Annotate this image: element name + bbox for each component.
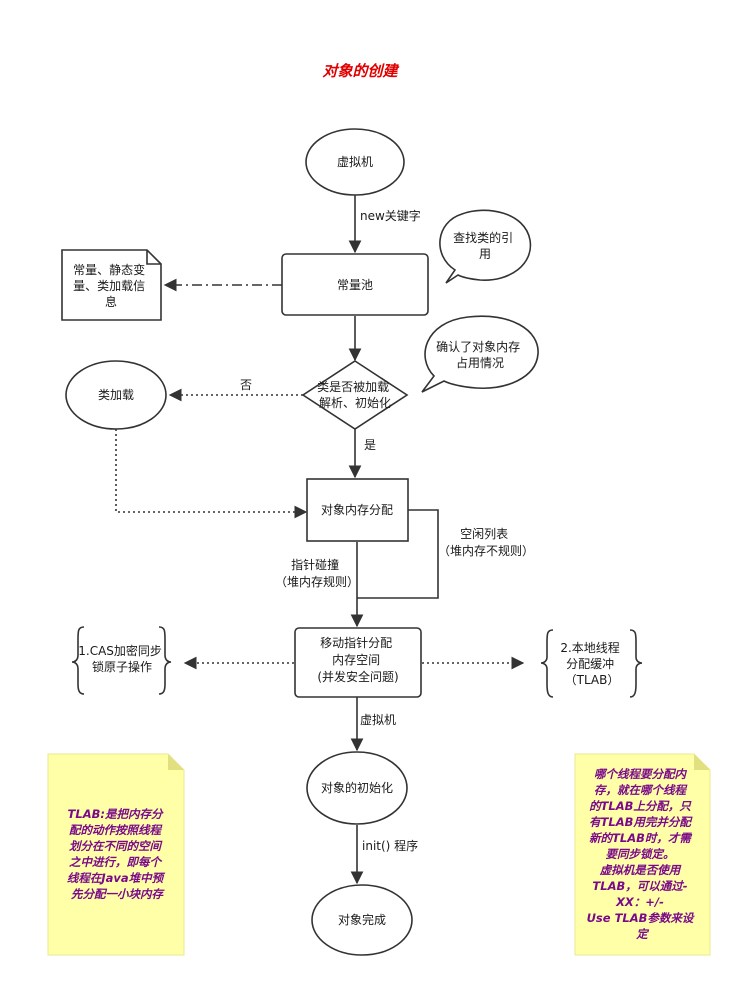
edge-label-yes: 是: [364, 438, 376, 452]
node-class-load-label: 类加载: [98, 388, 134, 402]
note-tlab-brace-right: [629, 629, 643, 698]
note-tlab-text: 2.本地线程 分配缓冲 （TLAB）: [560, 640, 623, 687]
edge-classload-to-alloc: [115, 429, 308, 519]
sticky-note-right-fold: [694, 754, 710, 770]
node-constant-pool-label: 常量池: [337, 278, 373, 292]
page-title: 对象的创建: [322, 62, 399, 80]
node-constant-pool: [281, 253, 429, 316]
sticky-note-left: [47, 753, 185, 956]
note-cas-brace-left: [71, 626, 85, 695]
edge-label-init-program: init() 程序: [362, 838, 418, 853]
note-constant-info-fold: [146, 250, 161, 265]
node-object-init-label: 对象的初始化: [321, 780, 393, 795]
edge-alloc-free-list: [357, 509, 439, 599]
node-class-check-label: 类是否被加载 解析、初始化: [317, 380, 393, 410]
note-constant-info: [61, 249, 162, 321]
node-memory-alloc: [306, 478, 409, 542]
callout-confirm-memory: [421, 315, 539, 393]
node-object-init: [306, 751, 408, 825]
node-class-load: [65, 360, 167, 430]
node-memory-alloc-label: 对象内存分配: [321, 503, 393, 517]
edge-label-new-keyword: new关键字: [360, 208, 421, 223]
note-cas-text: 1.CAS加密同步 锁原子操作: [78, 643, 165, 674]
sticky-note-right-text: 哪个线程要分配内 存，就在哪个线程 的TLAB上分配，只 有TLAB用完并分配 …: [587, 767, 698, 941]
callout-find-ref: [439, 209, 532, 284]
node-move-pointer-label: 移动指针分配 内存空间 (并发安全问题): [317, 635, 398, 684]
node-object-done-label: 对象完成: [338, 912, 386, 927]
node-move-pointer: [294, 627, 422, 698]
node-object-done: [311, 884, 413, 956]
node-jvm: [305, 128, 405, 196]
sticky-note-left-fold: [168, 754, 184, 770]
edge-label-jvm2: 虚拟机: [360, 713, 396, 727]
callout-confirm-memory-text: 确认了对象内存 占用情况: [436, 340, 524, 370]
sticky-note-left-text: TLAB:是把内存分 配的动作按照线程 划分在不同的空间 之中进行，即每个 线程…: [67, 807, 167, 901]
note-tlab-brace-left: [540, 629, 554, 698]
edge-label-no: 否: [240, 378, 252, 392]
node-class-check: [301, 360, 409, 430]
note-constant-info-text: 常量、静态变 量、类加载信 息: [73, 262, 149, 309]
callout-find-ref-text: 查找类的引 用: [453, 230, 517, 261]
sticky-note-right: [574, 753, 711, 956]
note-cas-brace-right: [158, 626, 172, 695]
edge-label-free-list: 空闲列表 （堆内存不规则）: [438, 527, 534, 558]
edge-label-pointer-bump: 指针碰撞 （堆内存规则）: [275, 557, 359, 589]
node-jvm-label: 虚拟机: [337, 155, 373, 169]
